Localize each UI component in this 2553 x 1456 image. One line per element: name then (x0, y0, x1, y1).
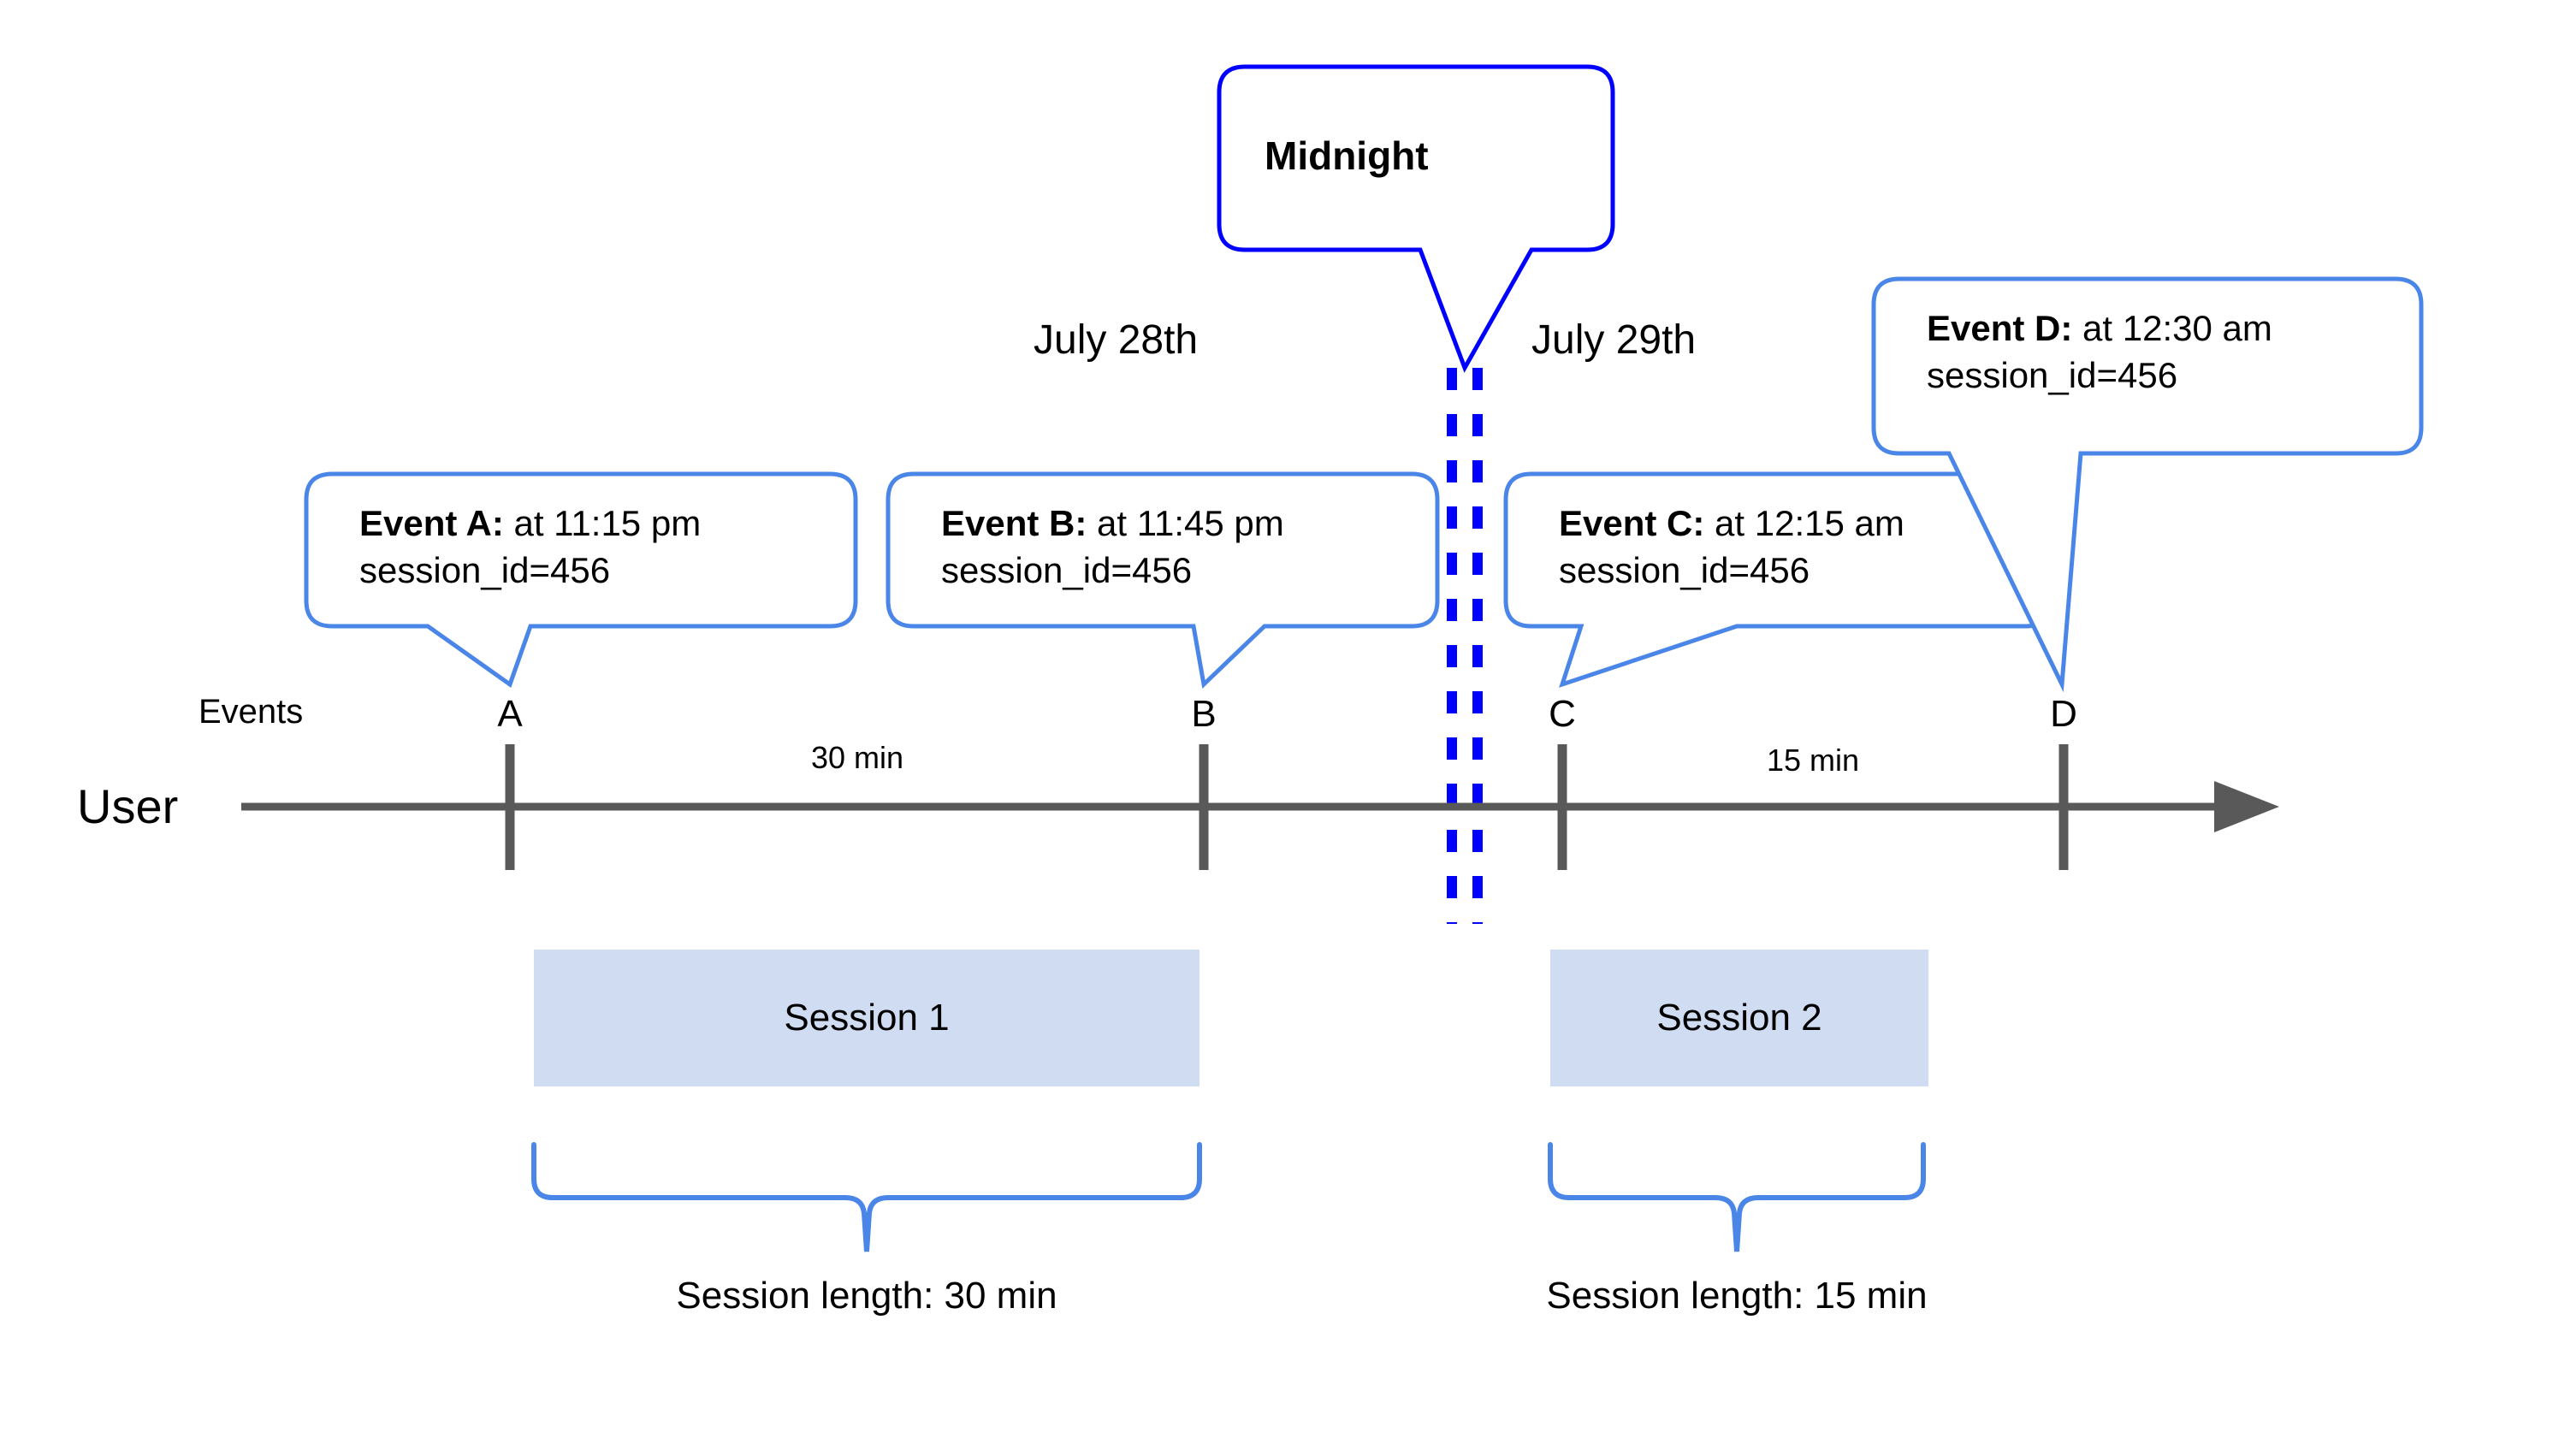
gap-label-15-min: 15 min (1766, 743, 1860, 778)
event-c-session-id: session_id=456 (1559, 550, 1810, 591)
marker-label-d: D (2050, 693, 2077, 735)
events-row-label: Events (198, 693, 304, 731)
event-b-callout-text: Event B: at 11:45 pm session_id=456 (941, 500, 1284, 595)
event-a-callout-shape (304, 471, 858, 688)
session-2-box: Session 2 (1550, 950, 1928, 1086)
marker-label-a: A (497, 693, 523, 735)
event-b-time: at 11:45 pm (1087, 503, 1284, 543)
midnight-callout-shape (1217, 64, 1615, 373)
event-d-session-id: session_id=456 (1927, 355, 2178, 396)
event-d-callout-shape (1871, 276, 2424, 693)
event-d-title: Event D: (1927, 308, 2073, 348)
event-a-time: at 11:15 pm (503, 503, 702, 543)
session-1-box: Session 1 (534, 950, 1199, 1086)
session-1-length-label: Session length: 30 min (676, 1275, 1057, 1317)
session-1-label: Session 1 (784, 997, 950, 1039)
event-a-callout-text: Event A: at 11:15 pm session_id=456 (359, 500, 701, 595)
event-b-callout-shape (886, 471, 1440, 690)
event-b-title: Event B: (941, 503, 1087, 543)
event-c-title: Event C: (1559, 503, 1705, 543)
event-c-time: at 12:15 am (1704, 503, 1904, 543)
date-label-july-28: July 28th (1034, 317, 1199, 363)
session-2-length-label: Session length: 15 min (1546, 1275, 1928, 1317)
timeline-arrowhead (2214, 781, 2279, 832)
event-c-callout-text: Event C: at 12:15 am session_id=456 (1559, 500, 1904, 595)
session-2-brace (1548, 1142, 1926, 1252)
session-2-label: Session 2 (1656, 997, 1822, 1039)
event-d-time: at 12:30 am (2072, 308, 2272, 348)
user-axis-label: User (77, 779, 179, 833)
midnight-label: Midnight (1265, 133, 1429, 178)
event-b-session-id: session_id=456 (941, 550, 1193, 591)
event-a-session-id: session_id=456 (359, 550, 611, 591)
event-a-title: Event A: (359, 503, 504, 543)
marker-label-c: C (1549, 693, 1576, 735)
session-1-brace (531, 1142, 1202, 1252)
event-d-callout-text: Event D: at 12:30 am session_id=456 (1927, 305, 2272, 400)
date-label-july-29: July 29th (1531, 317, 1697, 363)
marker-label-b: B (1191, 693, 1217, 735)
gap-label-30-min: 30 min (810, 740, 904, 775)
